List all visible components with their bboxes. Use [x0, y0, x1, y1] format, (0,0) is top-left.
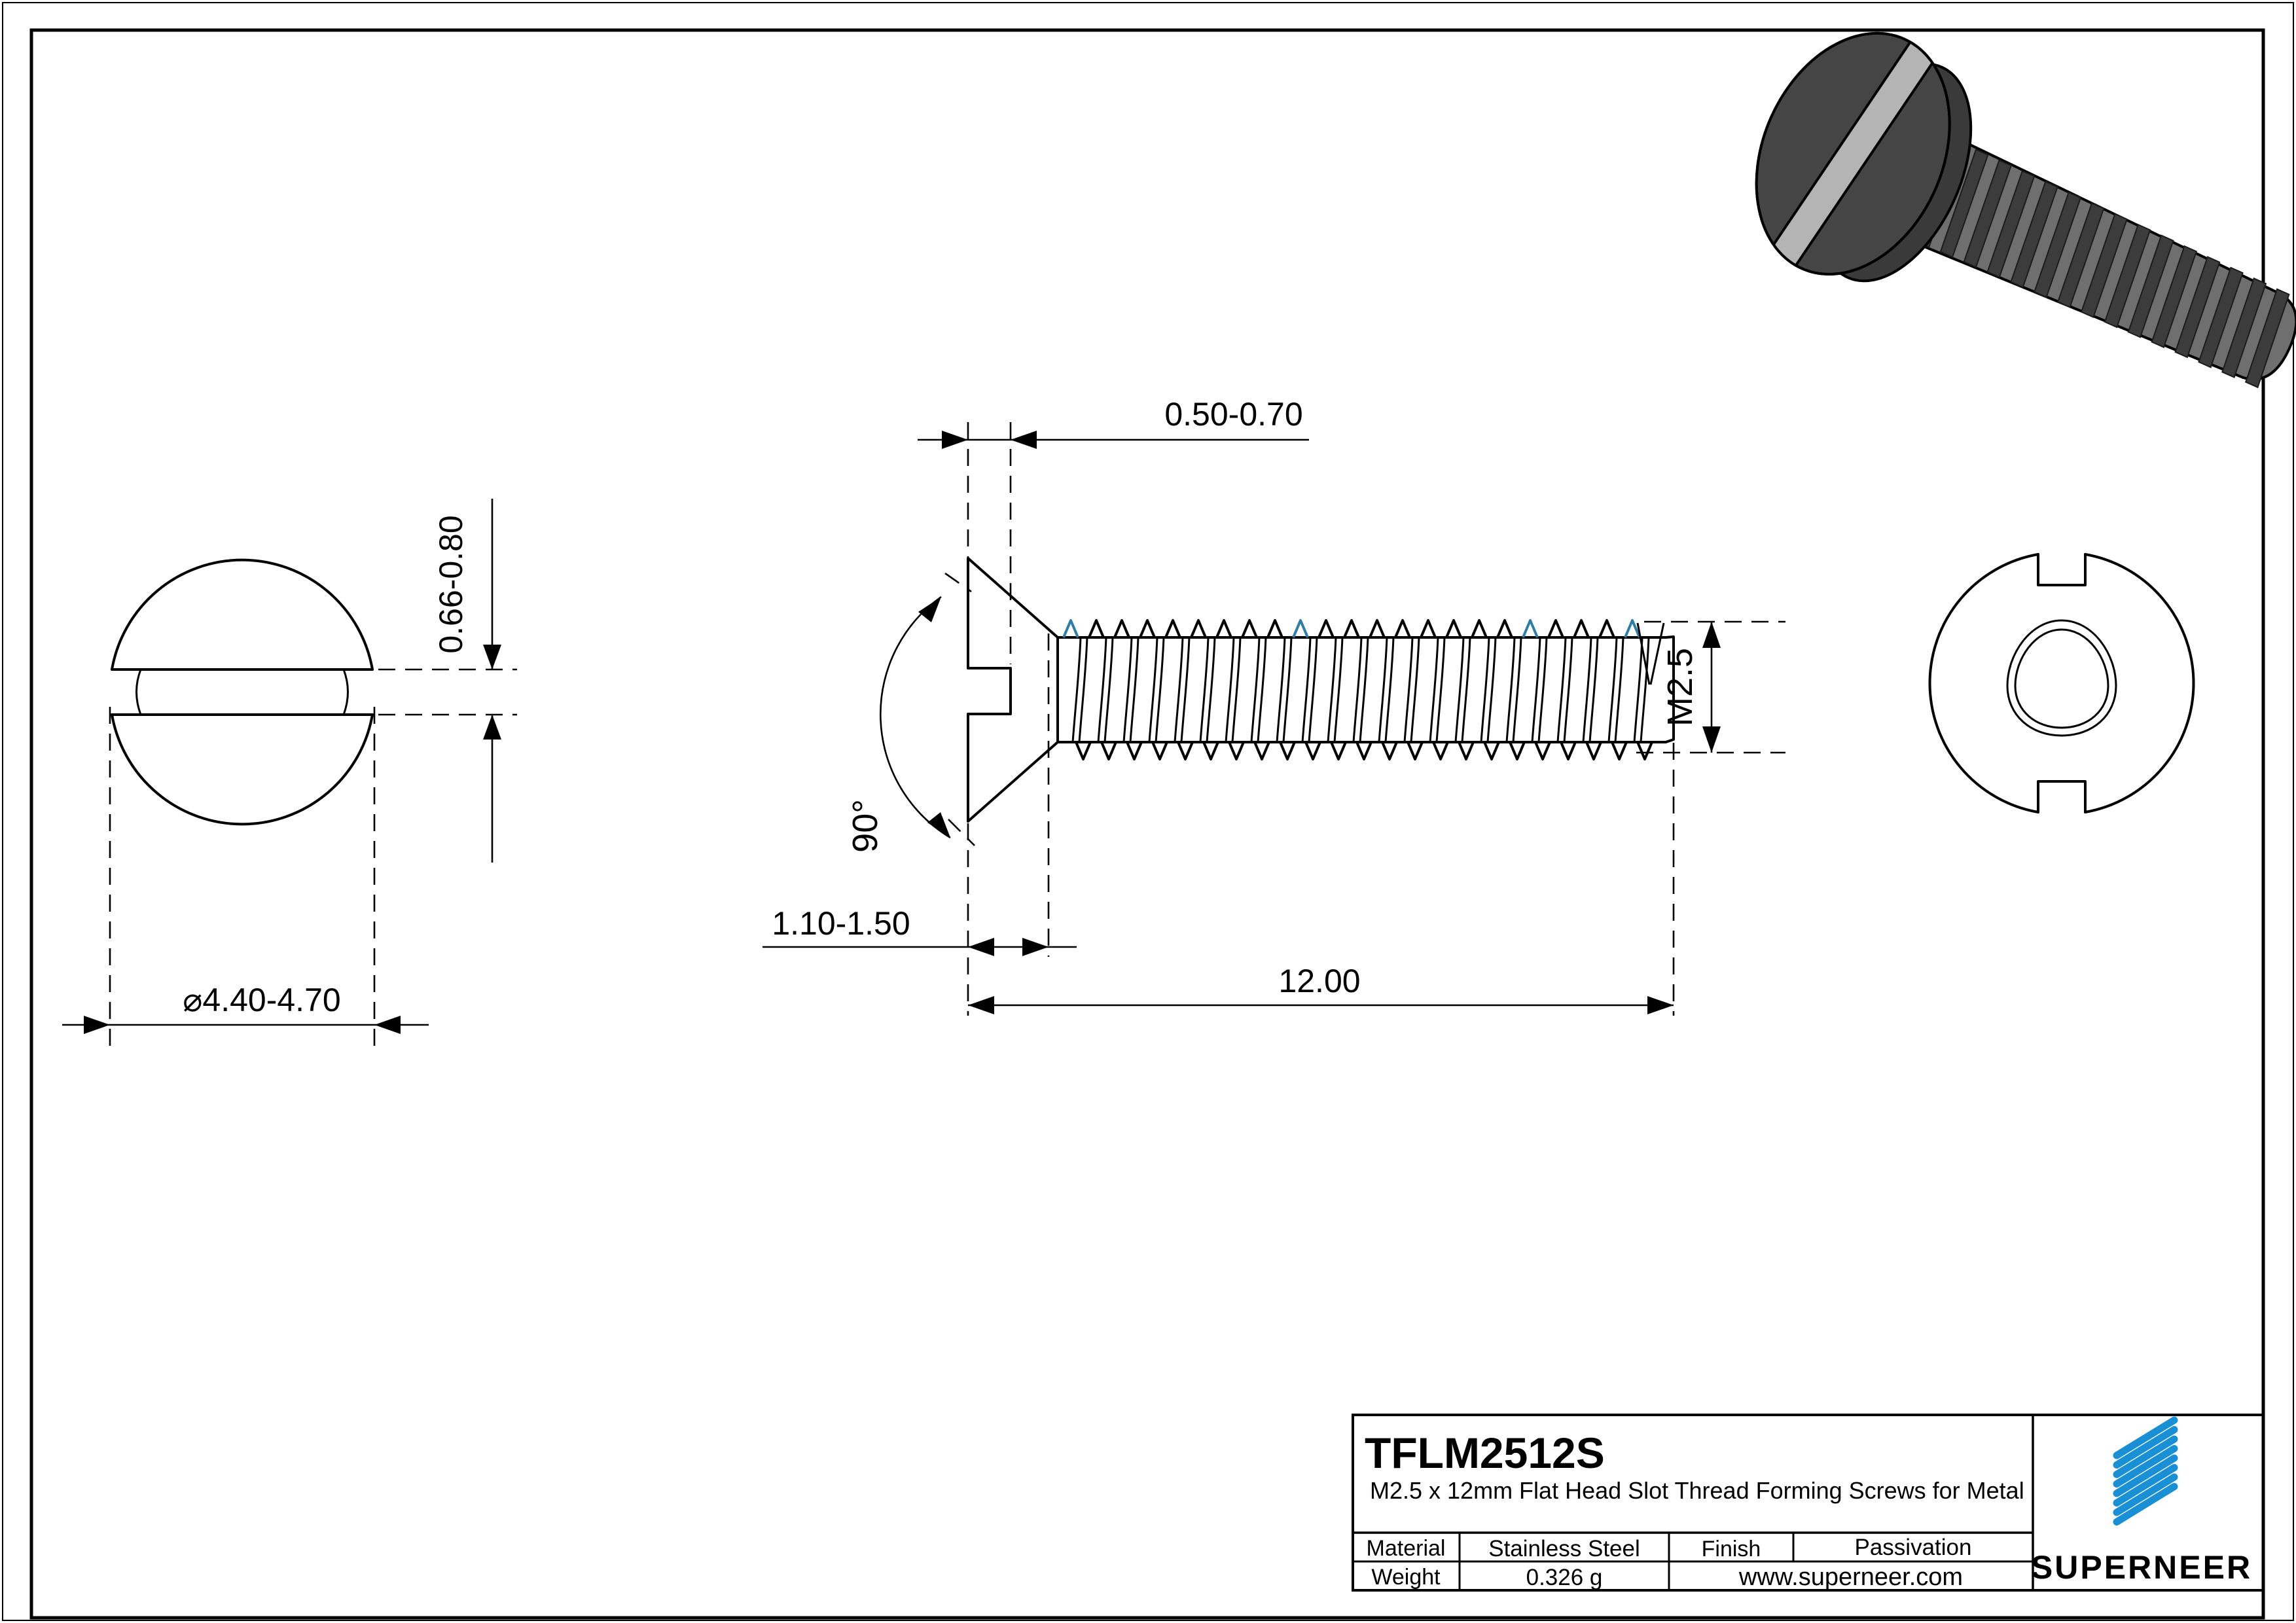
title-block: TFLM2512S M2.5 x 12mm Flat Head Slot Thr… [1352, 1414, 2265, 1592]
slot-floor-left-arc [135, 669, 142, 715]
head-profile [967, 557, 1059, 823]
material-label: Material [1367, 1536, 1446, 1561]
arrowhead [1647, 996, 1674, 1014]
arrowhead [942, 431, 968, 449]
arrowhead [483, 715, 501, 740]
back-view [1928, 553, 2195, 813]
angle-arc [880, 596, 951, 839]
weight-value: 0.326 g [1526, 1565, 1603, 1590]
slot-notch-bottom [2037, 780, 2087, 813]
drawing-frame [29, 28, 2265, 1620]
dim-head-diameter: ⌀4.40-4.70 [183, 982, 340, 1018]
dim-length: 12.00 [1278, 963, 1360, 999]
arrowhead [927, 812, 950, 838]
brand-name: SUPERNEER [2031, 1549, 2252, 1586]
finish-label: Finish [1702, 1537, 1761, 1561]
angle-ext-line [944, 572, 972, 593]
trilobular-outer [2006, 619, 2117, 737]
screw-3d-threads [1916, 137, 2290, 389]
screw-3d-preview [1755, 31, 2296, 389]
thread-end-cap [1664, 635, 1675, 743]
finish-value: Passivation [1855, 1535, 1972, 1560]
back-circle-left [1928, 553, 2039, 813]
arrowhead [1011, 431, 1037, 449]
material-value: Stainless Steel [1488, 1536, 1640, 1561]
head-bottom-arc [111, 713, 374, 826]
thread-end-runout [1636, 622, 1665, 685]
angle-ext-line [948, 819, 975, 846]
arrowhead [968, 996, 994, 1014]
slot-notch-top [2037, 553, 2087, 586]
arrowhead [1702, 622, 1721, 648]
head-top-arc [111, 558, 374, 671]
arrowhead [84, 1016, 110, 1034]
website-link[interactable]: www.superneer.com [1738, 1563, 1963, 1591]
arrowhead [483, 645, 501, 669]
back-circle-right [2084, 553, 2195, 813]
side-view: 0.50-0.70 90° 1.10-1.50 12.00 M2.5 [762, 396, 1785, 1016]
thread-teeth [1062, 619, 1653, 760]
screw-3d-head-outline [1755, 31, 1951, 276]
arrowhead [1702, 726, 1721, 753]
arrowhead [918, 597, 941, 622]
part-number: TFLM2512S [1365, 1429, 1605, 1477]
arrowhead [968, 938, 994, 956]
brand-logo-icon [2113, 1416, 2178, 1525]
arrowhead [1022, 938, 1049, 956]
front-view: 0.66-0.80 ⌀4.40-4.70 [62, 499, 517, 1047]
arrowhead [374, 1016, 401, 1034]
dim-thread-size: M2.5 [1660, 648, 1700, 726]
dim-slot-depth: 0.66-0.80 [433, 515, 469, 653]
dim-head-angle: 90° [846, 799, 885, 853]
weight-label: Weight [1371, 1565, 1441, 1590]
trilobular-inner [2014, 628, 2109, 729]
title-block-frame [1352, 1414, 2265, 1592]
part-description: M2.5 x 12mm Flat Head Slot Thread Formin… [1370, 1477, 2024, 1504]
dim-slot-width: 0.50-0.70 [1164, 396, 1302, 433]
slot-floor-right-arc [342, 669, 349, 715]
dim-head-height: 1.10-1.50 [772, 905, 910, 942]
